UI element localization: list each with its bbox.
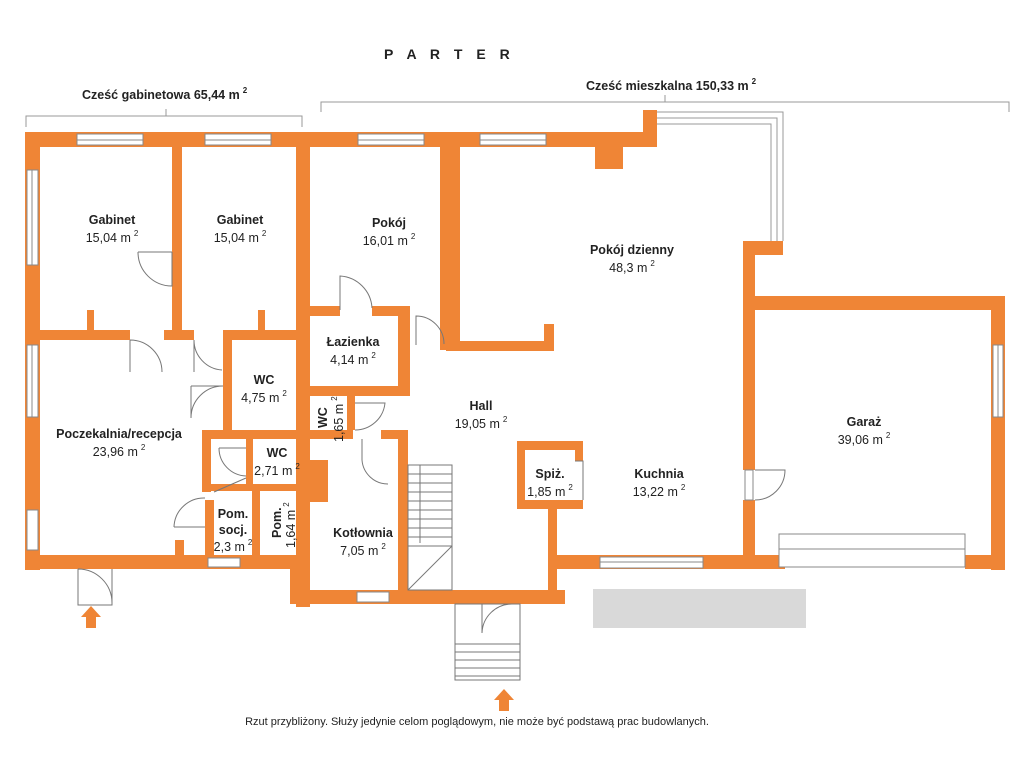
svg-text:Garaż: Garaż (847, 415, 882, 429)
svg-text:2,71 m2: 2,71 m2 (254, 462, 300, 478)
plan-title: P A R T E R (384, 46, 515, 62)
svg-text:Pom.: Pom. (270, 507, 284, 538)
svg-text:Pom.: Pom. (218, 507, 249, 521)
svg-text:WC: WC (254, 373, 275, 387)
room-wc-2: WC 1,65 m2 (316, 396, 346, 442)
svg-text:WC: WC (316, 407, 330, 428)
svg-text:Gabinet: Gabinet (217, 213, 264, 227)
entrance-arrow-icon (81, 606, 101, 628)
svg-text:Cześć gabinetowa 65,44 m2: Cześć gabinetowa 65,44 m2 (82, 86, 248, 102)
svg-text:15,04 m2: 15,04 m2 (214, 229, 267, 245)
svg-text:1,85 m2: 1,85 m2 (527, 483, 573, 499)
room-pom: Pom. 1,64 m2 (270, 502, 298, 548)
svg-text:socj.: socj. (219, 523, 248, 537)
svg-text:Gabinet: Gabinet (89, 213, 136, 227)
svg-text:WC: WC (267, 446, 288, 460)
svg-text:39,06 m2: 39,06 m2 (838, 431, 891, 447)
entrance-arrow-icon (494, 689, 514, 711)
doors (77, 251, 786, 634)
section-office-bracket (25, 109, 303, 127)
walls (25, 110, 1005, 607)
svg-text:Pokój: Pokój (372, 216, 406, 230)
section-living-bracket (320, 95, 1010, 112)
svg-text:15,04 m2: 15,04 m2 (86, 229, 139, 245)
svg-text:16,01 m2: 16,01 m2 (363, 232, 416, 248)
windows (26, 111, 1004, 603)
svg-text:4,75 m2: 4,75 m2 (241, 389, 287, 405)
svg-text:2,3 m2: 2,3 m2 (214, 538, 253, 554)
svg-text:4,14 m2: 4,14 m2 (330, 351, 376, 367)
svg-text:Kotłownia: Kotłownia (333, 526, 394, 540)
terrace-area (593, 589, 806, 628)
disclaimer-note: Rzut przybliżony. Służy jedynie celom po… (245, 716, 709, 728)
svg-text:1,64 m2: 1,64 m2 (282, 502, 298, 548)
stairs-interior (407, 464, 453, 591)
svg-text:Cześć mieszkalna 150,33 m2: Cześć mieszkalna 150,33 m2 (586, 77, 757, 93)
svg-text:Poczekalnia/recepcja: Poczekalnia/recepcja (56, 427, 183, 441)
svg-text:7,05 m2: 7,05 m2 (340, 542, 386, 558)
svg-text:Spiż.: Spiż. (535, 467, 564, 481)
svg-text:13,22 m2: 13,22 m2 (633, 483, 686, 499)
svg-text:Hall: Hall (470, 399, 493, 413)
svg-text:19,05 m2: 19,05 m2 (455, 415, 508, 431)
svg-text:23,96 m2: 23,96 m2 (93, 443, 146, 459)
svg-text:1,65 m2: 1,65 m2 (330, 396, 346, 442)
svg-text:Łazienka: Łazienka (327, 335, 381, 349)
svg-text:Pokój dzienny: Pokój dzienny (590, 243, 674, 257)
stairs-exterior (454, 603, 521, 681)
svg-text:Kuchnia: Kuchnia (634, 467, 684, 481)
svg-text:48,3 m2: 48,3 m2 (609, 259, 655, 275)
